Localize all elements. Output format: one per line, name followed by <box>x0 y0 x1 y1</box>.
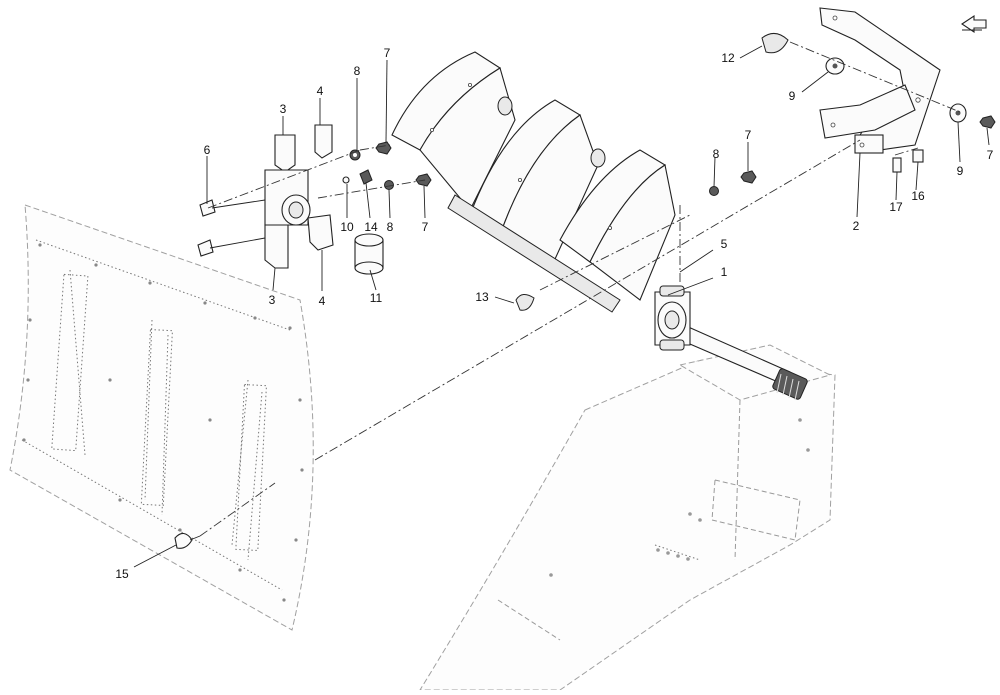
callout-2: 2 <box>853 219 860 233</box>
support-bracket <box>819 7 941 154</box>
callout-5: 5 <box>721 237 728 251</box>
callout-15: 15 <box>115 567 129 581</box>
callout-14: 14 <box>364 220 378 234</box>
nut-icon <box>384 180 394 190</box>
callout-9: 9 <box>957 164 964 178</box>
callout-7: 7 <box>745 128 752 142</box>
cap-icon <box>761 33 789 54</box>
fasteners <box>174 33 996 549</box>
callout-1: 1 <box>721 265 728 279</box>
washer-icon <box>949 103 967 123</box>
callout-8: 8 <box>387 220 394 234</box>
leader-lines <box>133 45 990 568</box>
nut-icon <box>740 170 757 184</box>
clip-icon <box>359 169 373 185</box>
washer-icon <box>825 57 845 75</box>
drive-shaft <box>661 317 808 401</box>
nut-icon <box>979 115 996 129</box>
cap-icon <box>515 294 535 311</box>
bearing-hub <box>654 285 691 351</box>
callout-4: 4 <box>319 294 326 308</box>
callout-13: 13 <box>475 290 489 304</box>
pin-icon <box>912 149 924 163</box>
rotor-vanes <box>391 51 676 313</box>
callout-9: 9 <box>789 89 796 103</box>
chute-frame <box>419 344 836 691</box>
callout-7: 7 <box>422 220 429 234</box>
callout-3: 3 <box>269 293 276 307</box>
sleeve <box>354 233 384 275</box>
callout-8: 8 <box>354 64 361 78</box>
nut-icon <box>375 141 392 155</box>
callout-17: 17 <box>889 200 903 214</box>
deflector-plate <box>9 204 314 631</box>
pin-icon <box>892 157 902 173</box>
callout-6: 6 <box>204 143 211 157</box>
rivet-icon <box>174 532 201 549</box>
callout-12: 12 <box>721 51 735 65</box>
callout-4: 4 <box>317 84 324 98</box>
left-bearing-assembly <box>197 124 334 269</box>
assembly-lines <box>199 41 961 537</box>
callout-16: 16 <box>911 189 925 203</box>
callout-10: 10 <box>340 220 354 234</box>
callout-11: 11 <box>370 291 383 305</box>
callout-labels: 1 2 3 3 4 4 5 6 7 7 7 7 8 8 8 9 9 10 11 … <box>115 46 993 581</box>
callout-7: 7 <box>987 148 994 162</box>
arrow-icon <box>961 14 987 34</box>
callout-7: 7 <box>384 46 391 60</box>
washer-icon <box>342 176 350 184</box>
callout-3: 3 <box>280 102 287 116</box>
nut-icon <box>709 186 719 196</box>
callout-8: 8 <box>713 147 720 161</box>
